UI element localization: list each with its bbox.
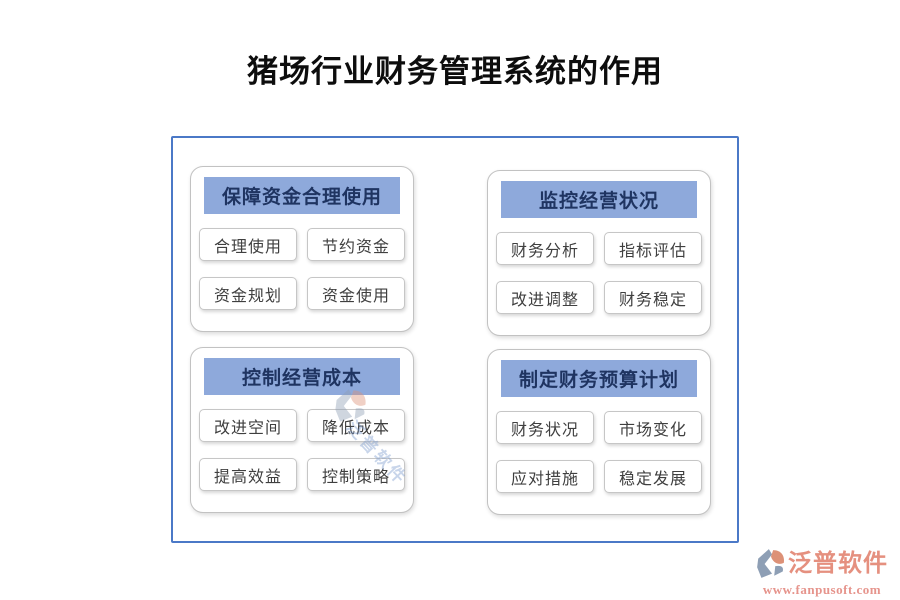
chip-grid: 财务分析 指标评估 改进调整 财务稳定 <box>496 232 702 314</box>
chip-improve-adjust[interactable]: 改进调整 <box>496 281 594 314</box>
panel-header-ensure-fund-use: 保障资金合理使用 <box>204 177 400 214</box>
panel-budget-plan: 制定财务预算计划 财务状况 市场变化 应对措施 稳定发展 <box>487 349 711 515</box>
chip-grid: 改进空间 降低成本 提高效益 控制策略 <box>199 409 405 491</box>
fanpu-logo-icon <box>757 549 784 578</box>
fanpu-brand-url[interactable]: www.fanpusoft.com <box>762 582 882 597</box>
panel-control-costs: 控制经营成本 改进空间 降低成本 提高效益 控制策略 <box>190 347 414 513</box>
chip-increase-efficiency[interactable]: 提高效益 <box>199 458 297 491</box>
chip-reasonable-use[interactable]: 合理使用 <box>199 228 297 261</box>
chip-financial-analysis[interactable]: 财务分析 <box>496 232 594 265</box>
chip-improvement-space[interactable]: 改进空间 <box>199 409 297 442</box>
chip-financial-stability[interactable]: 财务稳定 <box>604 281 702 314</box>
chip-save-funds[interactable]: 节约资金 <box>307 228 405 261</box>
fanpu-brand[interactable]: 泛普软件 www.fanpusoft.com <box>752 548 892 596</box>
chip-grid: 合理使用 节约资金 资金规划 资金使用 <box>199 228 405 310</box>
chip-fund-planning[interactable]: 资金规划 <box>199 277 297 310</box>
panel-header-control-costs: 控制经营成本 <box>204 358 400 395</box>
page-title: 猪场行业财务管理系统的作用 <box>247 54 663 89</box>
panel-monitor-operations: 监控经营状况 财务分析 指标评估 改进调整 财务稳定 <box>487 170 711 336</box>
panel-ensure-fund-use: 保障资金合理使用 合理使用 节约资金 资金规划 资金使用 <box>190 166 414 332</box>
chip-fund-usage[interactable]: 资金使用 <box>307 277 405 310</box>
chip-market-changes[interactable]: 市场变化 <box>604 411 702 444</box>
chip-financial-status[interactable]: 财务状况 <box>496 411 594 444</box>
chip-indicator-evaluation[interactable]: 指标评估 <box>604 232 702 265</box>
chip-countermeasures[interactable]: 应对措施 <box>496 460 594 493</box>
chip-grid: 财务状况 市场变化 应对措施 稳定发展 <box>496 411 702 493</box>
panel-header-budget-plan: 制定财务预算计划 <box>501 360 697 397</box>
fanpu-brand-row: 泛普软件 <box>756 548 888 580</box>
chip-control-strategy[interactable]: 控制策略 <box>307 458 405 491</box>
chip-stable-development[interactable]: 稳定发展 <box>604 460 702 493</box>
chip-reduce-costs[interactable]: 降低成本 <box>307 409 405 442</box>
panel-header-monitor-operations: 监控经营状况 <box>501 181 697 218</box>
fanpu-brand-name: 泛普软件 <box>788 551 888 577</box>
